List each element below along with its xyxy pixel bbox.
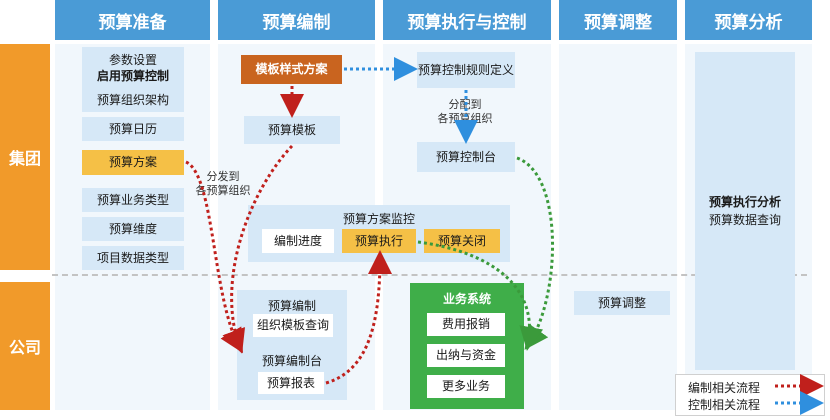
progress-box: 编制进度 (262, 229, 334, 253)
business-system-title: 业务系统 (442, 292, 491, 306)
report-box: 预算报表 (258, 372, 324, 394)
arrow-report-to-execution (325, 250, 392, 385)
adjust-box: 预算调整 (574, 291, 670, 315)
column-header-prep: 预算准备 (55, 0, 210, 40)
row-header-company: 公司 (0, 282, 50, 410)
project-data-type-box: 项目数据类型 (82, 246, 184, 270)
arrow-plan-to-company-compile (185, 160, 244, 354)
cashier-box: 出纳与资金 (427, 344, 505, 367)
arrow-template-to-company-compile (222, 144, 294, 354)
row-header-group: 集团 (0, 44, 50, 270)
company-compile-title: 预算编制 (267, 299, 316, 313)
compile-console-label: 预算编制台 (261, 354, 322, 368)
calendar-box: 预算日历 (82, 117, 184, 141)
more-business-box: 更多业务 (427, 375, 505, 398)
analysis-query: 预算数据查询 (708, 213, 781, 227)
monitor-title: 预算方案监控 (342, 212, 415, 226)
column-header-analysis: 预算分析 (685, 0, 812, 40)
param-setup-label: 参数设置 (108, 52, 157, 67)
org-template-query-box: 组织模板查询 (253, 314, 333, 337)
enable-control-label: 启用预算控制 (96, 69, 169, 83)
org-structure-box: 预算组织架构 (82, 88, 184, 112)
param-setup-box: 参数设置 启用预算控制 (82, 47, 184, 89)
analysis-panel (695, 52, 795, 370)
column-header-adjust: 预算调整 (559, 0, 677, 40)
dimension-box: 预算维度 (82, 217, 184, 241)
analysis-title: 预算执行分析 (708, 195, 781, 209)
col-bg-adjust (559, 44, 677, 410)
budget-plan-box: 预算方案 (82, 150, 184, 175)
close-box: 预算关闭 (424, 229, 500, 253)
column-header-control: 预算执行与控制 (383, 0, 551, 40)
expense-box: 费用报销 (427, 313, 505, 336)
legend-control-label: 控制相关流程 (688, 398, 761, 412)
template-style-box: 模板样式方案 (241, 55, 342, 84)
biz-type-box: 预算业务类型 (82, 188, 184, 212)
row-separator (52, 274, 807, 276)
template-box: 预算模板 (244, 116, 340, 144)
column-header-compile: 预算编制 (218, 0, 375, 40)
arrow-close-to-business (417, 240, 544, 351)
legend-compile-label: 编制相关流程 (688, 381, 761, 395)
control-rule-box: 预算控制规则定义 (417, 52, 515, 88)
distribute-to-orgs-label: 分发到 各预算组织 (195, 170, 251, 198)
execution-box: 预算执行 (342, 229, 416, 253)
control-console-box: 预算控制台 (417, 142, 515, 172)
arrow-console-to-business (516, 156, 554, 350)
